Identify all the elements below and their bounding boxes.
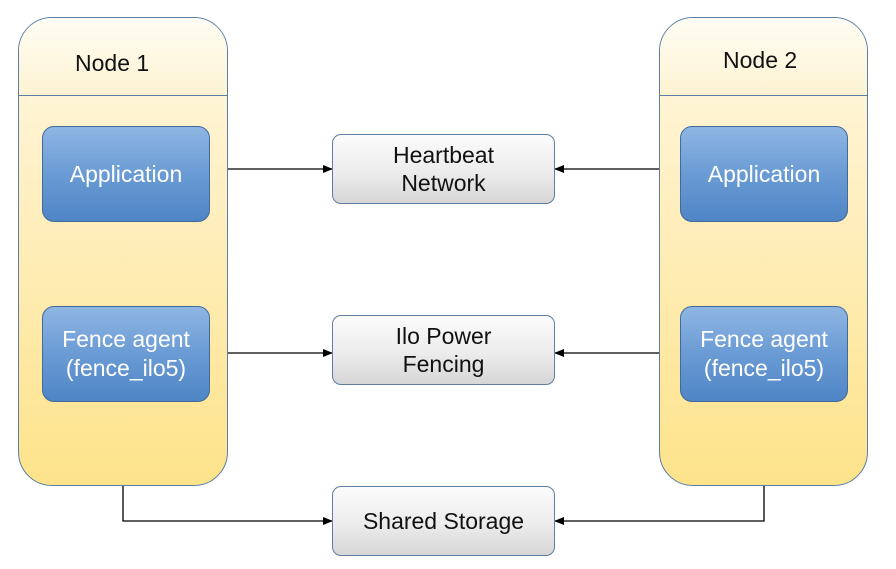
ilo-power-fencing-box: Ilo Power Fencing [332,315,555,385]
node-1-fence-line2: (fence_ilo5) [65,355,187,381]
node-2-fence-line2: (fence_ilo5) [703,355,825,381]
heartbeat-line2: Network [401,170,486,196]
node-2-header [660,18,867,96]
node-2-fence-agent: Fence agent (fence_ilo5) [680,306,848,402]
node-1-application-label: Application [69,160,183,187]
node-1-container: Node 1 [18,17,228,486]
node-2-title: Node 2 [723,47,798,73]
node-2-application: Application [680,126,848,222]
node-2-application-label: Application [707,160,821,187]
arrow-node1-storage [122,486,333,525]
shared-storage-label: Shared Storage [362,508,525,534]
node-1-title: Node 1 [75,50,150,76]
arrow-node2-storage [554,486,765,525]
node-2-container: Node 2 [659,17,868,486]
ilo-line2: Fencing [402,351,485,377]
node-1-application: Application [42,126,210,222]
node-1-fence-agent: Fence agent (fence_ilo5) [42,306,210,402]
ilo-line1: Ilo Power [395,323,492,349]
node-2-fence-line1: Fence agent [700,326,828,352]
heartbeat-line1: Heartbeat [392,142,494,168]
node-1-header [19,18,227,96]
heartbeat-network-box: Heartbeat Network [332,134,555,204]
node-1-fence-line1: Fence agent [62,326,190,352]
shared-storage-box: Shared Storage [332,486,555,556]
